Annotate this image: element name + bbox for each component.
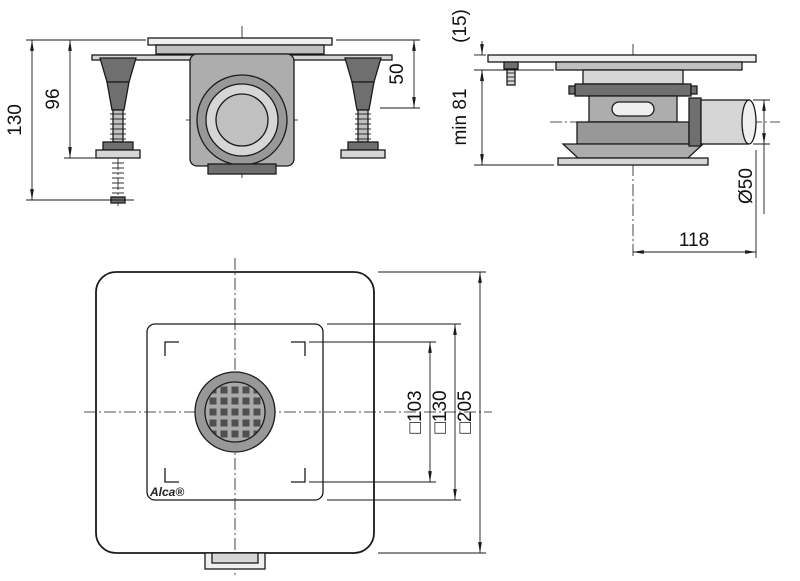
dim-label-pipe-diameter: Ø50 <box>736 168 757 204</box>
dimension-overall-height: 130 <box>5 39 146 201</box>
dimension-min-depth: min 81 <box>450 70 554 166</box>
body-base <box>207 163 277 175</box>
lower-body <box>576 121 690 145</box>
base-plate <box>557 157 709 166</box>
fixing-screw <box>503 61 519 86</box>
foot-base-right <box>340 149 386 159</box>
front-view: 130 96 50 <box>5 26 420 206</box>
clamp-ring <box>574 83 692 97</box>
trap-housing-inner <box>215 93 269 147</box>
dim-label-body-square: □205 <box>455 390 476 433</box>
dimension-plate-thickness: (15) <box>450 9 554 84</box>
body-neck <box>582 69 684 85</box>
dimension-body-square: □205 <box>378 271 486 554</box>
dim-label-body-height: 96 <box>43 88 64 109</box>
foot-base-left <box>95 149 141 159</box>
dim-label-plate-thickness: (15) <box>450 9 471 43</box>
dim-label-upper-height: 50 <box>387 63 408 84</box>
grate-corner-marks <box>164 341 306 483</box>
dimension-body-height: 96 <box>43 40 100 159</box>
outlet-pipe <box>700 99 750 145</box>
dim-label-frame-square: □130 <box>430 390 451 433</box>
plate-frame <box>555 61 743 71</box>
pipe-collar <box>688 97 702 147</box>
dim-label-min-depth: min 81 <box>450 88 471 145</box>
grate <box>204 381 266 443</box>
dimension-pipe-diameter: Ø50 <box>736 99 770 214</box>
dim-label-pipe-length: 118 <box>679 230 709 251</box>
plan-view: Alca® □103 □130 □205 <box>84 258 492 578</box>
dimension-upper-height: 50 <box>336 39 420 109</box>
thread-extension <box>110 158 126 206</box>
top-grate-plate <box>147 37 333 46</box>
grate-frame <box>155 44 325 55</box>
side-view: (15) min 81 Ø50 118 <box>450 9 780 258</box>
floor-plate <box>487 54 757 63</box>
dim-label-overall-height: 130 <box>5 104 26 136</box>
foot-pad-right <box>347 141 379 151</box>
foot-pad-left <box>102 141 134 151</box>
adjustable-foot-left <box>95 57 141 206</box>
trap-slot <box>611 101 655 117</box>
adjustable-foot-right <box>340 57 386 159</box>
dimension-pipe-length: 118 <box>633 150 757 258</box>
dimension-frame-square: □130 <box>327 323 461 501</box>
pipe-end <box>741 99 757 145</box>
frame-outline <box>146 323 324 501</box>
brand-logo: Alca® <box>149 485 184 499</box>
base-skirt <box>561 143 705 159</box>
dimension-grate-square: □103 <box>309 341 436 483</box>
dim-label-grate-square: □103 <box>405 390 426 433</box>
